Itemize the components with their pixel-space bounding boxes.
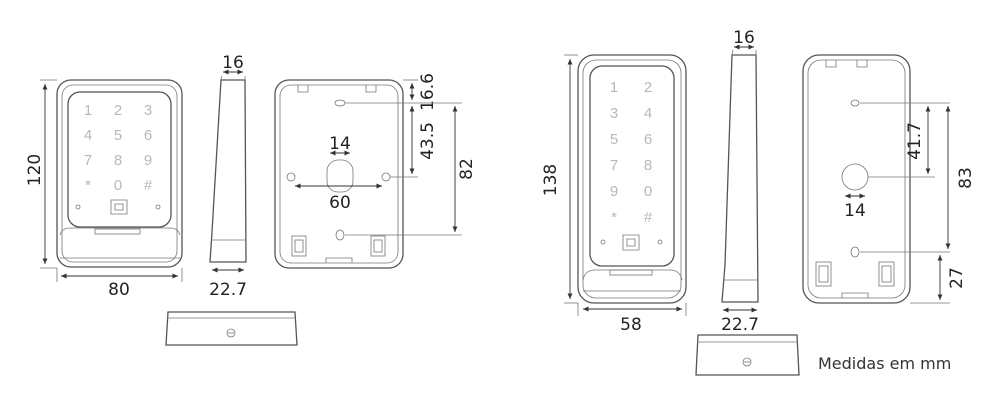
small-side-view xyxy=(209,75,247,263)
small-keypad-key: # xyxy=(144,177,153,194)
small-spacing-label: 60 xyxy=(329,193,351,213)
small-back-top-label: 16.6 xyxy=(418,73,438,111)
small-keypad-key: 4 xyxy=(84,127,92,144)
small-keypad-key: * xyxy=(85,177,91,194)
large-keypad-key: 1 xyxy=(610,79,618,96)
large-front-view: 1 2 3 4 5 6 7 8 9 0 * # xyxy=(577,54,687,304)
small-hole-label: 14 xyxy=(329,134,351,154)
large-keypad-key: 7 xyxy=(610,157,618,174)
large-width-label: 58 xyxy=(620,315,642,335)
small-side-bottom-label: 22.7 xyxy=(209,280,247,300)
small-bottom-view xyxy=(165,311,298,346)
large-card-reader-icon xyxy=(622,234,640,251)
small-side-top-label: 16 xyxy=(222,53,244,73)
small-front-view: 1 2 3 4 5 6 7 8 9 * 0 # xyxy=(56,79,183,268)
large-back-mid-label: 41.7 xyxy=(905,122,925,160)
small-keypad-key: 6 xyxy=(144,127,152,144)
large-keypad-key: 2 xyxy=(644,79,652,96)
small-keypad-key: 0 xyxy=(114,177,122,194)
large-keypad-key: * xyxy=(611,209,617,226)
units-note: Medidas em mm xyxy=(818,354,951,373)
large-back-view xyxy=(802,54,911,304)
small-keypad-key: 2 xyxy=(114,102,122,119)
small-height-label: 120 xyxy=(25,154,45,186)
small-keypad-key: 3 xyxy=(144,102,152,119)
large-side-bottom-label: 22.7 xyxy=(721,315,759,335)
large-side-view xyxy=(721,49,759,303)
small-keypad-key: 7 xyxy=(84,152,92,169)
small-keypad-key: 1 xyxy=(84,102,92,119)
large-keypad-key: 5 xyxy=(610,131,618,148)
large-height-label: 138 xyxy=(541,164,561,196)
large-hole-label: 14 xyxy=(844,201,866,221)
small-card-reader-icon xyxy=(110,199,128,215)
large-keypad-key: 3 xyxy=(610,105,618,122)
small-keypad-key: 8 xyxy=(114,152,122,169)
large-back-total-label: 83 xyxy=(956,167,976,189)
large-keypad: 1 2 3 4 5 6 7 8 9 0 * # xyxy=(610,79,653,226)
small-width-label: 80 xyxy=(108,280,130,300)
large-side-top-label: 16 xyxy=(733,28,755,48)
large-back-bottom-label: 27 xyxy=(947,267,967,289)
large-keypad-key: 0 xyxy=(644,183,652,200)
large-keypad-key: 4 xyxy=(644,105,652,122)
small-back-total-label: 82 xyxy=(457,158,477,180)
large-keypad-key: # xyxy=(644,209,653,226)
large-keypad-key: 9 xyxy=(610,183,618,200)
small-back-mid-label: 43.5 xyxy=(418,122,438,160)
small-keypad: 1 2 3 4 5 6 7 8 9 * 0 # xyxy=(84,102,153,194)
small-back-view xyxy=(274,79,404,269)
large-keypad-key: 6 xyxy=(644,131,652,148)
small-keypad-key: 5 xyxy=(114,127,122,144)
small-keypad-key: 9 xyxy=(144,152,152,169)
large-keypad-key: 8 xyxy=(644,157,652,174)
large-bottom-view xyxy=(695,334,800,376)
